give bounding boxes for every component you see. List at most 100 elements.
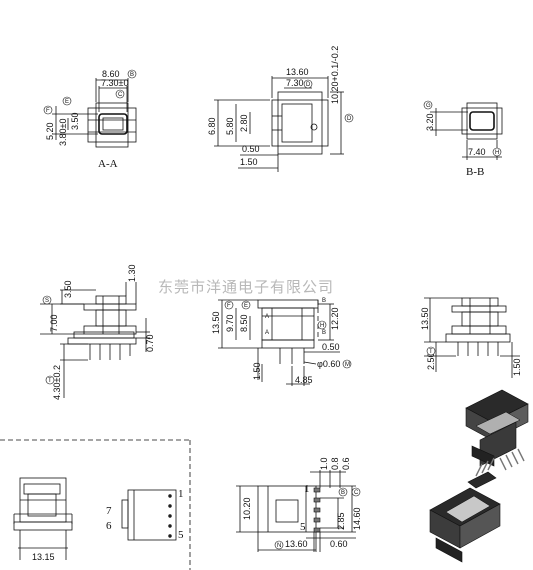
- tag-d1-circle: [303, 79, 313, 89]
- tag-bm-c: C: [354, 490, 359, 496]
- tag-bm-b1: B: [341, 490, 345, 496]
- tag-fm-f: F: [227, 303, 231, 309]
- dim-fr-2-50: 2.50: [426, 352, 436, 370]
- dim-fm-pin-diameter: φ0.60: [317, 359, 340, 369]
- dim-fm-4-85: 4.85: [295, 375, 313, 385]
- dim-fl-0-70: 0.70: [145, 334, 155, 352]
- section-mark-b1: B: [322, 298, 326, 304]
- tag-bm-c-circle: [351, 487, 361, 497]
- tag-bm-n: N: [277, 543, 281, 549]
- view-section-aa: 8.60 B 7.30±0 C 5.20 3.80±0 3.50 F E A-A: [43, 69, 137, 170]
- dim-fm-1-50: 1.50: [252, 362, 262, 380]
- watermark-text: 东莞市洋通电子有限公司: [158, 278, 334, 296]
- tag-bm-n-circle: [274, 540, 284, 550]
- view-front-mid: A A B B 13.50 9.70 8.50 F E 12.20 H 0.50…: [211, 298, 352, 386]
- view-side-top: 13.60 7.30 D 10.20+0.1/-0.2 D 6.80 5.80 …: [207, 46, 354, 172]
- dim-side-inner-width: 7.30: [286, 78, 304, 88]
- dashed-frame: [0, 439, 191, 570]
- tag-d1: D: [306, 82, 311, 88]
- tag-c: C: [118, 92, 123, 98]
- pin-label-7: 7: [106, 505, 112, 517]
- dim-side-height: 10.20+0.1/-0.2: [330, 46, 340, 104]
- tag-d2: D: [347, 116, 352, 122]
- dim-aa-width-inner: 7.30±0: [101, 78, 128, 88]
- tag-bm-b1-circle: [338, 487, 348, 497]
- tag-d2-circle: [344, 113, 354, 123]
- pin-label-6: 6: [106, 520, 112, 532]
- section-mark-a1: A: [265, 314, 269, 320]
- dim-fr-13-50: 13.50: [420, 307, 430, 330]
- tag-e-circle: [62, 96, 72, 106]
- dim-side-0-50: 0.50: [242, 144, 260, 154]
- tag-fm-h-circle: [317, 320, 327, 330]
- tag-fr-t: T: [429, 349, 433, 355]
- dim-side-2-80: 2.80: [239, 114, 249, 132]
- dim-side-1-50: 1.50: [240, 157, 258, 167]
- dim-side-6-80: 6.80: [207, 117, 217, 135]
- bm-pins: [313, 487, 321, 533]
- tag-fm-m: M: [345, 362, 350, 368]
- tag-fm-f-circle: [224, 300, 234, 310]
- tag-s-circle: [42, 295, 52, 305]
- section-mark-b2: B: [322, 330, 326, 336]
- dim-aa-height-inner: 3.80±0: [58, 119, 68, 146]
- tag-t1: T: [48, 378, 52, 384]
- tag-fm-e: E: [244, 303, 248, 309]
- tag-g-circle: [423, 100, 433, 110]
- bm-pin-label-1: 1: [304, 483, 310, 495]
- dim-fl-1-30: 1.30: [127, 264, 137, 282]
- section-label-bb: B-B: [466, 166, 484, 178]
- dim-fm-13-50: 13.50: [211, 311, 221, 334]
- pin-label-5: 5: [178, 529, 184, 541]
- tag-c-circle: [115, 89, 125, 99]
- dim-aa-width-outer: 8.60: [102, 69, 120, 79]
- tag-b: B: [130, 72, 134, 78]
- dim-fl-3-50: 3.50: [63, 280, 73, 298]
- dim-fr-1-50: 1.50: [512, 358, 522, 376]
- dim-fm-8-50: 8.50: [239, 314, 249, 332]
- tag-b-circle: [127, 69, 137, 79]
- dim-bm-2-85: 2.85: [336, 512, 346, 530]
- tag-f: F: [46, 108, 50, 114]
- dim-fm-9-70: 9.70: [225, 314, 235, 332]
- pin-label-1: 1: [178, 488, 184, 500]
- dim-bl-13-15: 13.15: [32, 552, 55, 562]
- dim-fl-7-00: 7.00: [49, 314, 59, 332]
- dim-bb-width: 7.40: [468, 147, 486, 157]
- dim-bm-10-20: 10.20: [242, 497, 252, 520]
- tag-f-circle: [43, 105, 53, 115]
- view-front-right: 13.50 2.50 T 1.50: [420, 297, 522, 378]
- view-pin: 7 6 1 5: [106, 488, 184, 541]
- dim-bm-1-0: 1.0: [319, 457, 329, 470]
- dim-fl-4-30: 4.30±0.2: [52, 365, 62, 400]
- tag-fr-t-circle: [426, 346, 436, 356]
- view-section-bb: 3.20 G 7.40 H B-B: [423, 100, 503, 178]
- view-front-left: 3.50 1.30 7.00 S 0.70 4.30±0.2 T: [40, 264, 155, 400]
- view-bottom-left: 13.15: [13, 477, 73, 562]
- dim-bm-0-60: 0.60: [330, 539, 348, 549]
- section-label-aa: A-A: [98, 158, 118, 170]
- tag-e: E: [65, 99, 69, 105]
- dim-bb-height: 3.20: [425, 113, 435, 131]
- pin-dots: [168, 494, 172, 538]
- dim-bm-0-8: 0.8: [330, 457, 340, 470]
- tag-h-circle: [492, 147, 502, 157]
- dim-fm-0-50: 0.50: [322, 342, 340, 352]
- dim-side-5-80: 5.80: [225, 117, 235, 135]
- tag-t1-circle: [45, 375, 55, 385]
- section-mark-a2: A: [265, 330, 269, 336]
- tag-h: H: [495, 150, 499, 156]
- bobbin-3d-render: [429, 389, 529, 563]
- dim-bm-13-60: 13.60: [285, 539, 308, 549]
- dim-bm-14-60: 14.60: [352, 507, 362, 530]
- tag-fm-e-circle: [241, 300, 251, 310]
- dim-bm-0-6: 0.6: [341, 457, 351, 470]
- bm-pin-label-5: 5: [300, 521, 306, 533]
- tag-s: S: [45, 298, 49, 304]
- dim-side-width: 13.60: [286, 67, 309, 77]
- tag-fm-m-circle: [342, 359, 352, 369]
- dim-aa-height-outer: 5.20: [45, 122, 55, 140]
- view-bottom-mid: 1 5 10.20 1.0 0.8 0.6 2.85 B 14.60 C 0.6…: [236, 457, 362, 552]
